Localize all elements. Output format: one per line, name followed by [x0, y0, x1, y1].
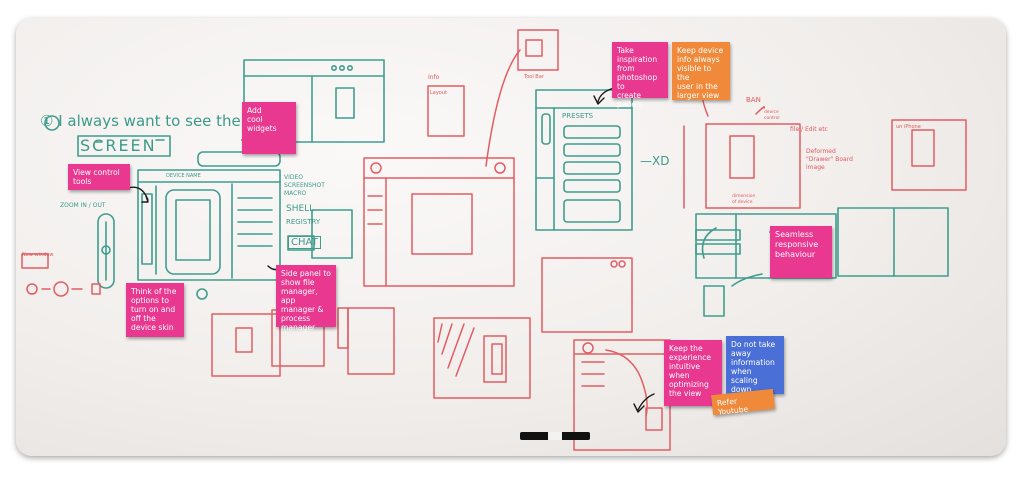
sticky-add-cool-widgets: Add cool widgets — [242, 102, 296, 154]
sticky-intuitive: Keep the experience intuitive when optim… — [664, 340, 722, 406]
label-new-window: New window — [22, 252, 54, 258]
label-presets: PRESETS — [562, 112, 594, 120]
label-ban: BAN — [746, 96, 761, 104]
sketch-hatched-window — [433, 317, 531, 399]
label-file-edit: file / Edit etc — [790, 126, 828, 133]
label-zoom: ZOOM IN / OUT — [60, 202, 106, 209]
label-macro: MACRO — [284, 190, 307, 197]
label-deformed: Deformed "Drawer" Board image — [806, 148, 853, 171]
sticky-side-panel: Side panel to show file manager, app man… — [276, 265, 336, 332]
heading-always-see: ① I always want to see the — [40, 112, 241, 130]
whiteboard: ① I always want to see the SCREEN ZOOM I… — [16, 18, 1006, 456]
heading-screen: SCREEN — [80, 136, 157, 155]
sticky-device-info: Keep device info always visible to the u… — [672, 42, 730, 100]
sketch-window-top — [243, 59, 385, 143]
sticky-seamless: Seamless responsive behaviour — [770, 226, 832, 278]
sketch-device-window — [137, 169, 281, 281]
label-device-name: DEVICE NAME — [166, 173, 201, 179]
whiteboard-sketches — [21, 29, 967, 451]
label-chat: CHAT — [288, 236, 321, 249]
label-shell: SHELL — [286, 204, 315, 214]
sketch-presets-panel — [535, 89, 633, 231]
sticky-photoshop-panels: Take inspiration from photoshop to creat… — [612, 42, 668, 109]
label-video: VIDEO — [284, 174, 304, 181]
label-dimension: dimension of device — [732, 194, 756, 205]
label-screenshot: SCREENSHOT — [284, 182, 325, 189]
label-layout: Layout — [430, 90, 447, 96]
label-registry: REGISTRY — [286, 218, 321, 226]
sticky-view-control-tools: View control tools — [68, 164, 130, 190]
sticky-scaling-down: Do not take away information when scalin… — [726, 336, 784, 394]
label-info: Info — [428, 74, 440, 81]
sketch-center-window — [363, 157, 515, 287]
label-iphone: un iPhone — [896, 124, 921, 130]
label-xd: —XD — [640, 154, 670, 168]
sketch-device-view — [705, 123, 801, 209]
label-device-control: device control — [764, 110, 780, 121]
sticky-device-skin: Think of the options to turn on and off … — [126, 283, 184, 337]
label-toolbar: Tool Bar — [524, 74, 544, 80]
